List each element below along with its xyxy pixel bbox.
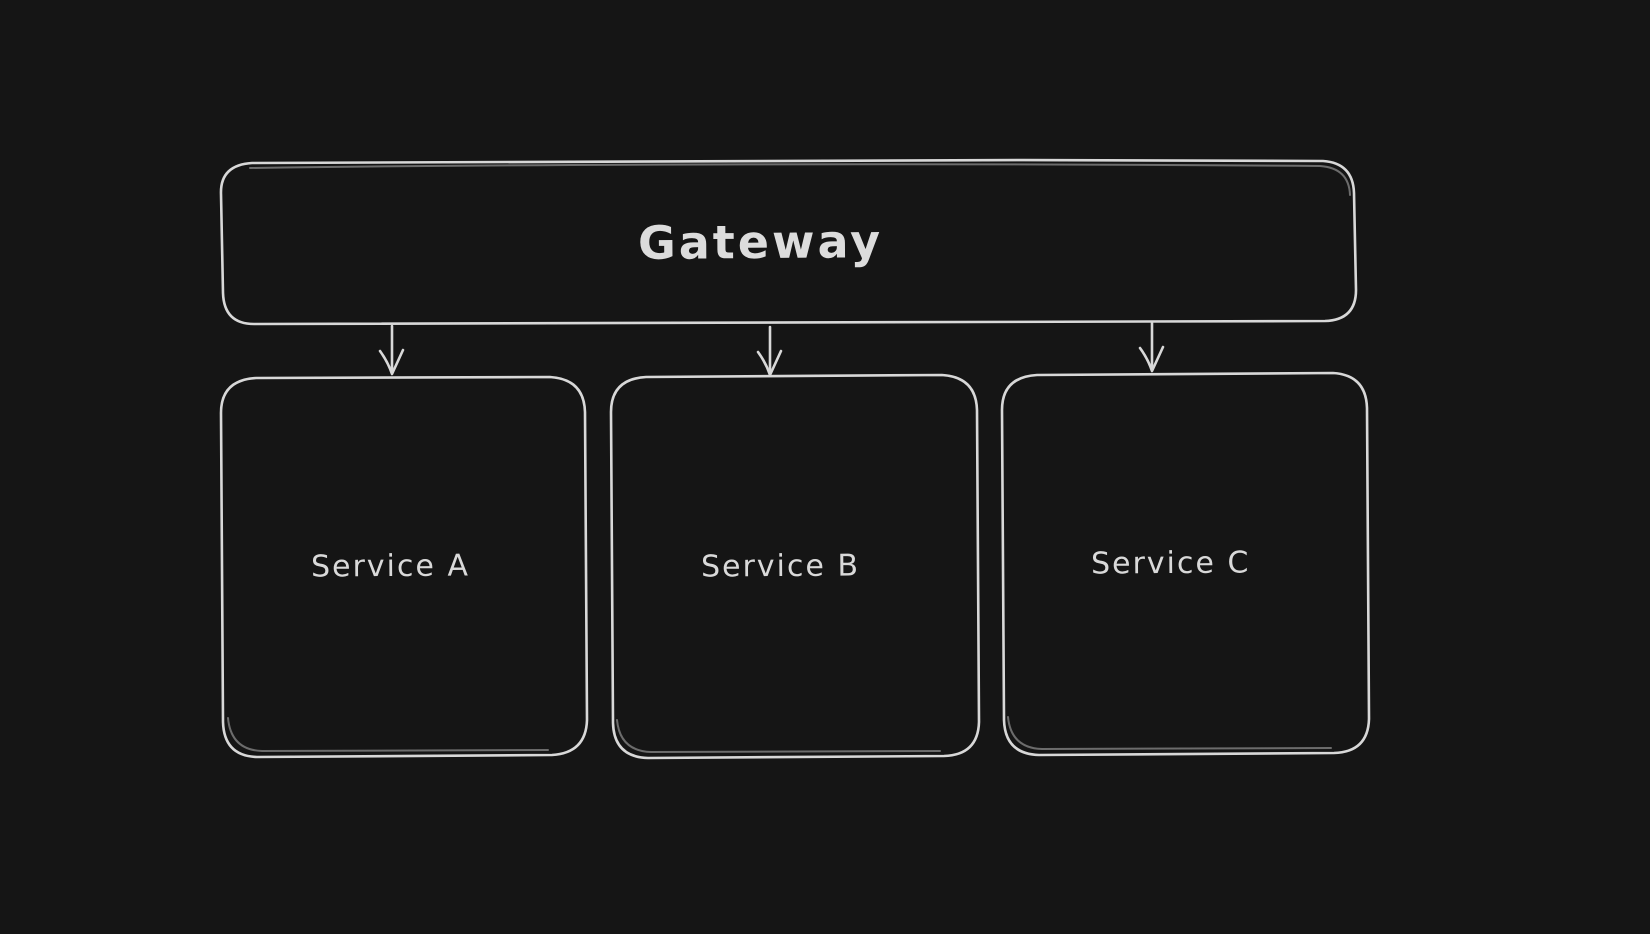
service-c-node[interactable]: Service C <box>1003 373 1367 754</box>
service-a-node-outline <box>219 375 589 759</box>
arrow-head <box>756 349 783 377</box>
arrow-head <box>1138 345 1165 373</box>
service-c-node-outline <box>1000 371 1371 757</box>
service-b-node-outline <box>609 373 981 760</box>
service-a-node[interactable]: Service A <box>222 377 586 756</box>
arrow-gateway-to-service-c[interactable] <box>1138 321 1165 373</box>
service-b-node-outline-sketch <box>616 719 941 753</box>
gateway-node[interactable]: Gateway <box>222 161 1355 323</box>
service-b-node-label: Service B <box>700 547 860 585</box>
node-outlines <box>219 158 1371 760</box>
gateway-node-outline <box>219 158 1358 326</box>
service-b-node[interactable]: Service B <box>612 375 976 757</box>
service-c-node-outline-sketch <box>1007 716 1332 750</box>
edges <box>378 321 1165 377</box>
arrow-gateway-to-service-a[interactable] <box>378 324 405 376</box>
gateway-node-outline-sketch <box>249 163 1351 196</box>
service-c-node-label: Service C <box>1091 545 1251 582</box>
service-a-node-outline-sketch <box>227 717 549 752</box>
arrow-gateway-to-service-b[interactable] <box>756 325 783 377</box>
gateway-node-label: Gateway <box>637 214 884 270</box>
arrow-head <box>378 348 405 376</box>
service-a-node-label: Service A <box>310 548 470 585</box>
